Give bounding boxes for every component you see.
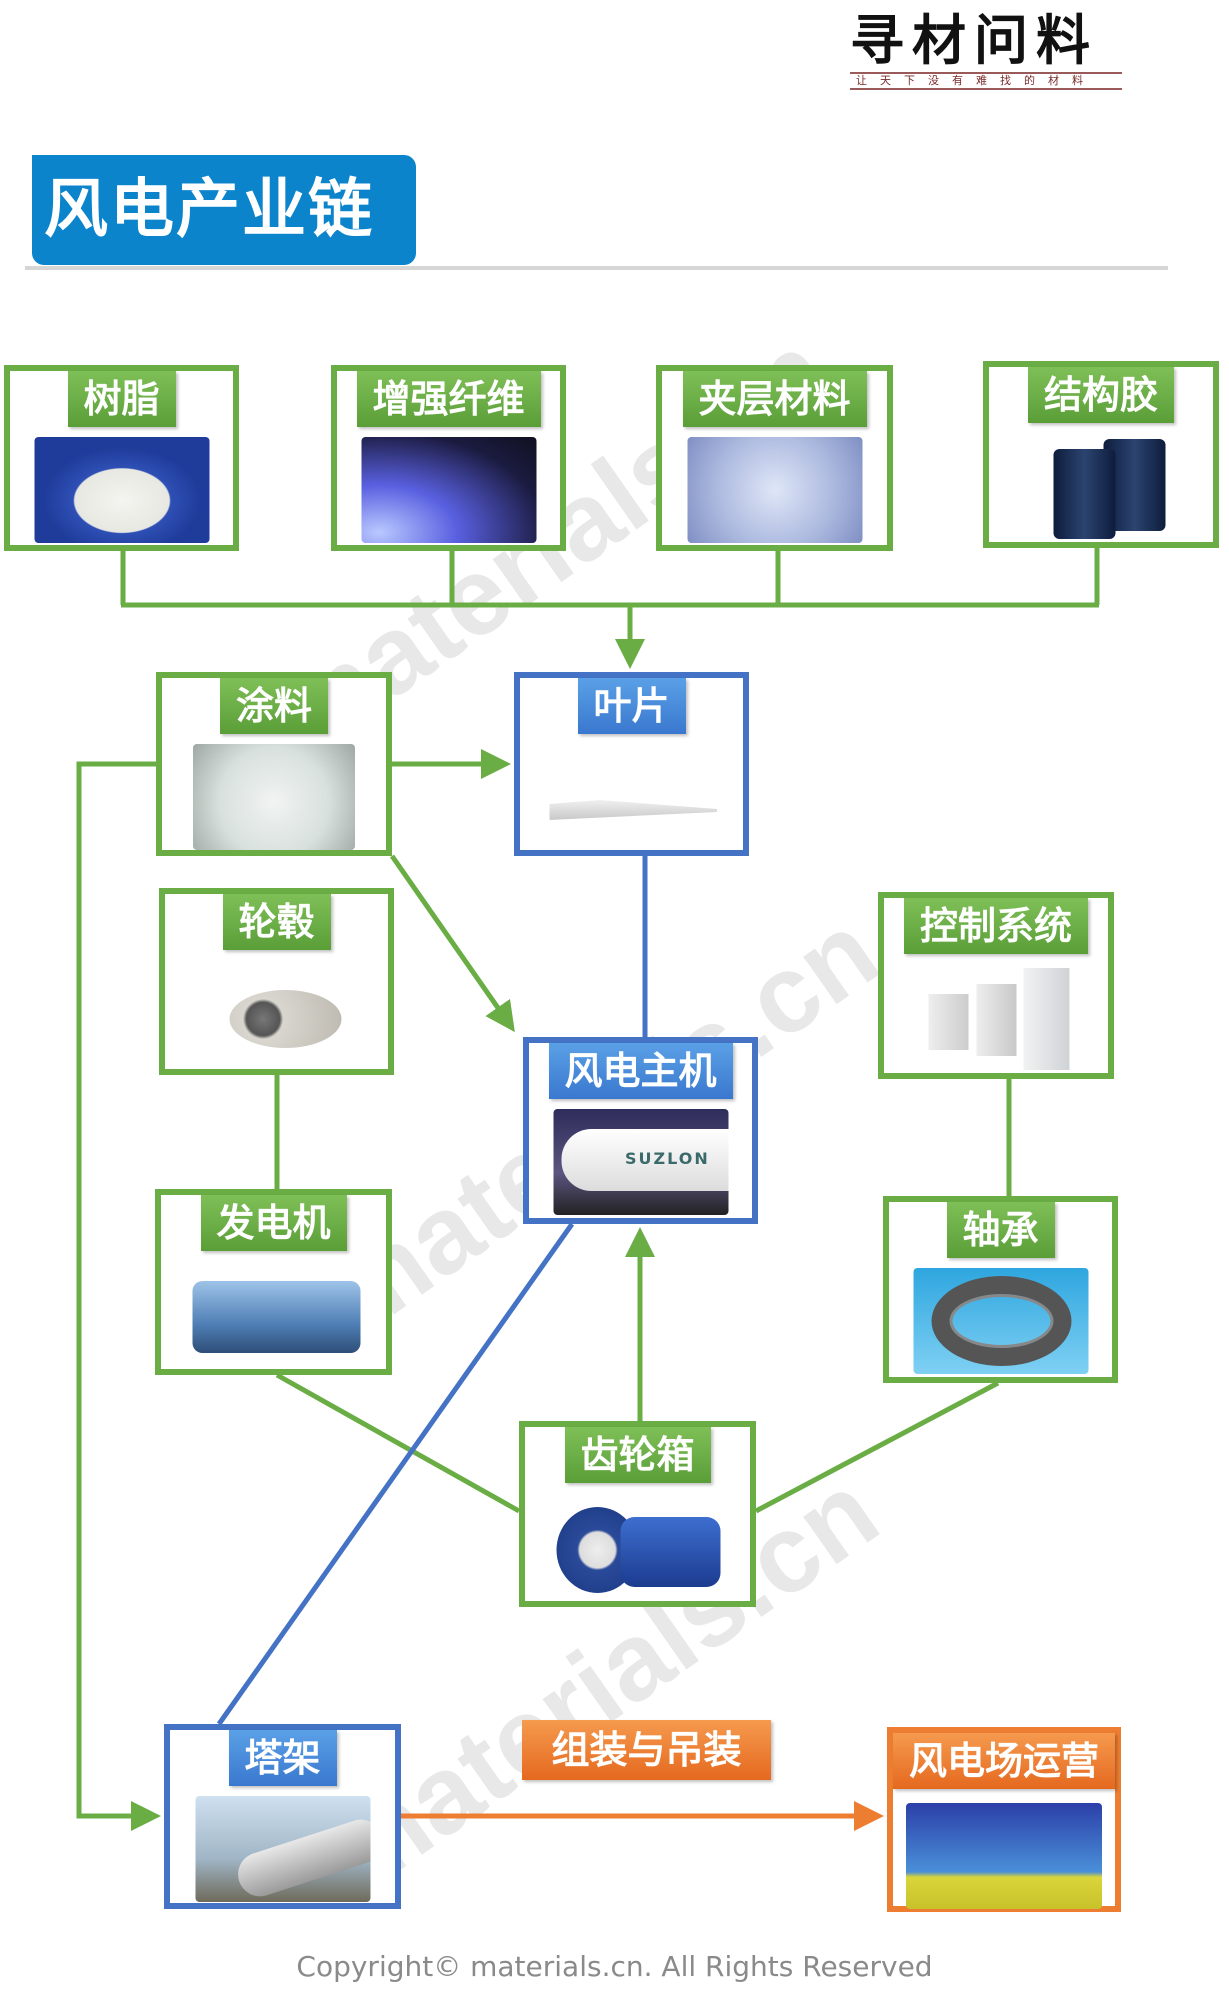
wind-farm-image bbox=[906, 1803, 1102, 1909]
node-label: 塔架 bbox=[228, 1730, 337, 1786]
node-turbine: 风电主机 SUZLON bbox=[523, 1037, 758, 1224]
core-material-image bbox=[687, 437, 862, 543]
assembly-label: 组装与吊装 bbox=[522, 1720, 771, 1780]
node-label: 增强纤维 bbox=[356, 371, 541, 427]
node-tower: 塔架 bbox=[164, 1724, 401, 1909]
fiber-image bbox=[361, 437, 536, 543]
nacelle-image: SUZLON bbox=[553, 1109, 728, 1215]
generator-image bbox=[186, 1261, 361, 1367]
node-label: 风电场运营 bbox=[893, 1733, 1115, 1789]
node-coating: 涂料 bbox=[156, 672, 392, 856]
node-wind-farm: 风电场运营 bbox=[887, 1727, 1121, 1912]
title-divider bbox=[25, 266, 1168, 270]
node-control: 控制系统 bbox=[878, 892, 1114, 1079]
node-label: 控制系统 bbox=[903, 898, 1089, 954]
blade-image bbox=[544, 744, 719, 850]
node-adhesive: 结构胶 bbox=[983, 361, 1219, 548]
hub-image bbox=[189, 960, 364, 1066]
node-core: 夹层材料 bbox=[656, 365, 893, 551]
turbine-brand: SUZLON bbox=[625, 1149, 710, 1168]
logo: 寻材问料 让天下没有难找的材料 bbox=[850, 8, 1160, 98]
coating-to-tower-arrow bbox=[76, 761, 161, 1831]
node-hub: 轮毂 bbox=[159, 888, 394, 1075]
node-label: 树脂 bbox=[67, 371, 176, 427]
gearbox-image bbox=[550, 1493, 725, 1599]
coating-image bbox=[193, 744, 355, 850]
logo-slogan: 让天下没有难找的材料 bbox=[850, 72, 1122, 90]
node-generator: 发电机 bbox=[155, 1189, 392, 1375]
node-resin: 树脂 bbox=[4, 365, 239, 551]
node-blade: 叶片 bbox=[514, 672, 749, 856]
control-cabinets-image bbox=[908, 964, 1084, 1070]
node-gearbox: 齿轮箱 bbox=[519, 1421, 756, 1607]
turbine-tower-link bbox=[216, 1222, 575, 1726]
node-label: 结构胶 bbox=[1027, 367, 1175, 423]
node-label: 风电主机 bbox=[548, 1043, 733, 1099]
node-label: 轴承 bbox=[946, 1202, 1055, 1258]
node-label: 叶片 bbox=[577, 678, 686, 734]
resin-image bbox=[34, 437, 209, 543]
node-label: 夹层材料 bbox=[682, 371, 867, 427]
page-title: 风电产业链 bbox=[32, 155, 416, 265]
coating-to-turbine-arrow bbox=[389, 854, 515, 1033]
node-label: 发电机 bbox=[200, 1195, 347, 1251]
node-label: 涂料 bbox=[219, 678, 329, 734]
node-fiber: 增强纤维 bbox=[331, 365, 566, 551]
materials-bus bbox=[120, 548, 1100, 608]
node-label: 轮毂 bbox=[222, 894, 331, 950]
tower-image bbox=[195, 1796, 370, 1902]
node-label: 齿轮箱 bbox=[564, 1427, 711, 1483]
node-bearing: 轴承 bbox=[883, 1196, 1118, 1383]
logo-text: 寻材问料 bbox=[850, 8, 1098, 72]
generator-gearbox-link bbox=[275, 1372, 521, 1514]
adhesive-drums-image bbox=[1013, 433, 1189, 539]
bearing-gearbox-link bbox=[754, 1380, 1000, 1514]
copyright-footer: Copyright© materials.cn. All Rights Rese… bbox=[296, 1950, 933, 1983]
bearing-image bbox=[913, 1268, 1088, 1374]
